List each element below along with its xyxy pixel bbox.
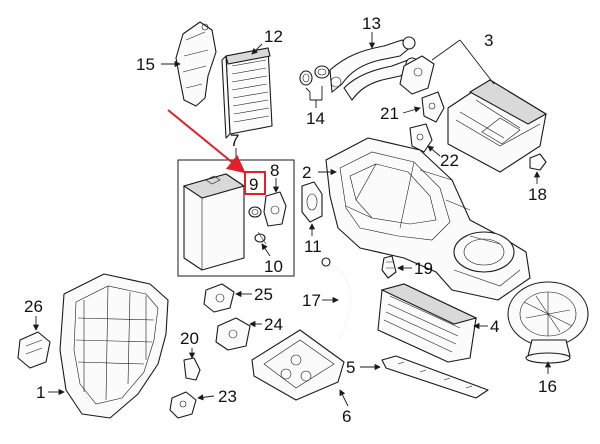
callout-1: 1 [36, 383, 45, 402]
part-22-bracket [409, 123, 433, 153]
callout-2: 2 [302, 163, 311, 182]
callout-18: 18 [528, 185, 547, 204]
part-10-o-ring [254, 231, 267, 245]
callout-19: 19 [414, 259, 433, 278]
part-26-bracket [17, 331, 51, 369]
callout-9: 9 [249, 175, 258, 194]
callout-17: 17 [302, 291, 321, 310]
part-4-cabin-filter [377, 283, 478, 363]
part-5-seal [381, 355, 489, 399]
callout-8: 8 [270, 161, 279, 180]
highlight-arrow [167, 109, 246, 174]
part-evaporator [182, 173, 246, 271]
part-24-actuator [215, 317, 251, 351]
part-2-main-housing [325, 137, 531, 301]
part-19-sensor [381, 255, 397, 279]
callout-13: 13 [362, 14, 381, 33]
callout-15: 15 [136, 55, 155, 74]
part-15-bracket [175, 21, 217, 107]
callout-6: 6 [342, 407, 351, 426]
callout-12: 12 [264, 27, 283, 46]
callout-24: 24 [264, 315, 283, 334]
callout-3: 3 [484, 31, 493, 50]
part-20-sensor [183, 357, 201, 381]
part-11-actuator [301, 181, 323, 223]
part-17-drain-hose [321, 257, 353, 339]
callout-4: 4 [490, 317, 499, 336]
part-18-cap [529, 153, 547, 171]
part-16-blower-motor [507, 281, 589, 364]
callout-10: 10 [264, 257, 283, 276]
callout-11: 11 [304, 237, 322, 256]
part-25-actuator [203, 283, 235, 313]
callout-16: 16 [538, 377, 557, 396]
callout-25: 25 [254, 285, 273, 304]
part-12-heater-core [221, 47, 273, 139]
callout-9-highlight-box [244, 171, 266, 195]
callout-21: 21 [380, 104, 399, 123]
callout-23: 23 [218, 387, 237, 406]
callout-5: 5 [346, 358, 355, 377]
callout-20: 20 [180, 329, 199, 348]
part-23-actuator [169, 391, 197, 419]
callout-22: 22 [440, 151, 459, 170]
callout-26: 26 [24, 297, 43, 316]
part-14-clamps [299, 65, 330, 86]
part-9-o-ring [248, 206, 262, 218]
part-6-cover [251, 329, 345, 401]
callout-14: 14 [306, 109, 325, 128]
part-8-valve [263, 191, 287, 227]
part-21-bracket [421, 91, 445, 123]
part-3-upper-housing [399, 55, 548, 173]
callout-7: 7 [230, 131, 239, 150]
part-1-lower-housing [59, 273, 169, 419]
